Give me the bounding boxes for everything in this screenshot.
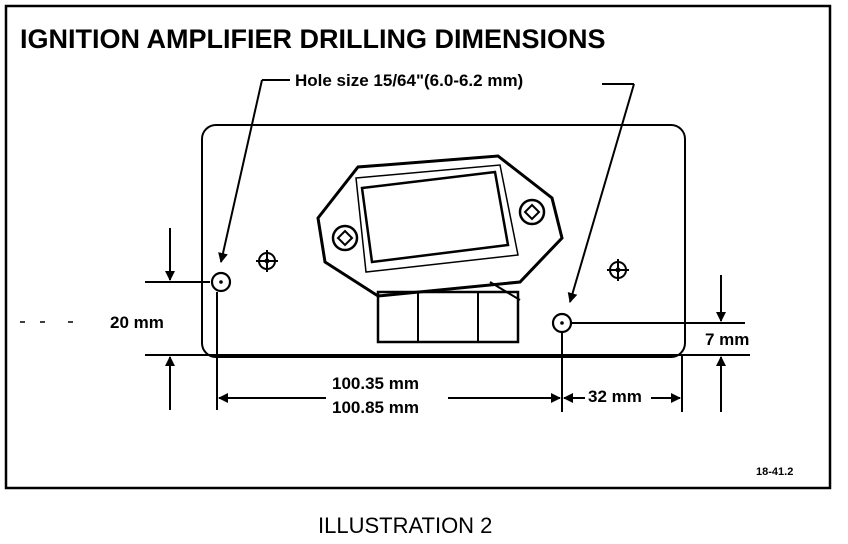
dim-offset: 32 mm xyxy=(588,387,642,406)
figure-code: 18-41.2 xyxy=(756,466,793,478)
dim-span-max: 100.85 mm xyxy=(332,398,419,417)
mounting-plate xyxy=(201,124,686,358)
hole-leader-left-arrow xyxy=(218,79,263,263)
span-label-mask xyxy=(326,372,448,416)
dim-height-left: 20 mm xyxy=(110,313,164,332)
drill-hole-left xyxy=(210,271,232,293)
figure-title: IGNITION AMPLIFIER DRILLING DIMENSIONS xyxy=(20,24,606,54)
figure-frame xyxy=(4,4,832,490)
dim-height-right: 7 mm xyxy=(705,330,749,349)
module-screw-right xyxy=(518,198,546,226)
hole-leader-right-arrow xyxy=(567,83,635,303)
hole-size-label: Hole size 15/64"(6.0-6.2 mm) xyxy=(295,71,523,90)
existing-hole-left xyxy=(256,250,278,272)
dim-span-min: 100.35 mm xyxy=(332,374,419,393)
module-screw-left xyxy=(331,224,359,252)
existing-hole-right xyxy=(607,259,629,281)
offset-label-mask xyxy=(585,385,651,405)
illustration-caption: ILLUSTRATION 2 xyxy=(318,513,492,538)
drill-hole-right xyxy=(551,312,573,334)
amplifier-module xyxy=(316,154,564,344)
